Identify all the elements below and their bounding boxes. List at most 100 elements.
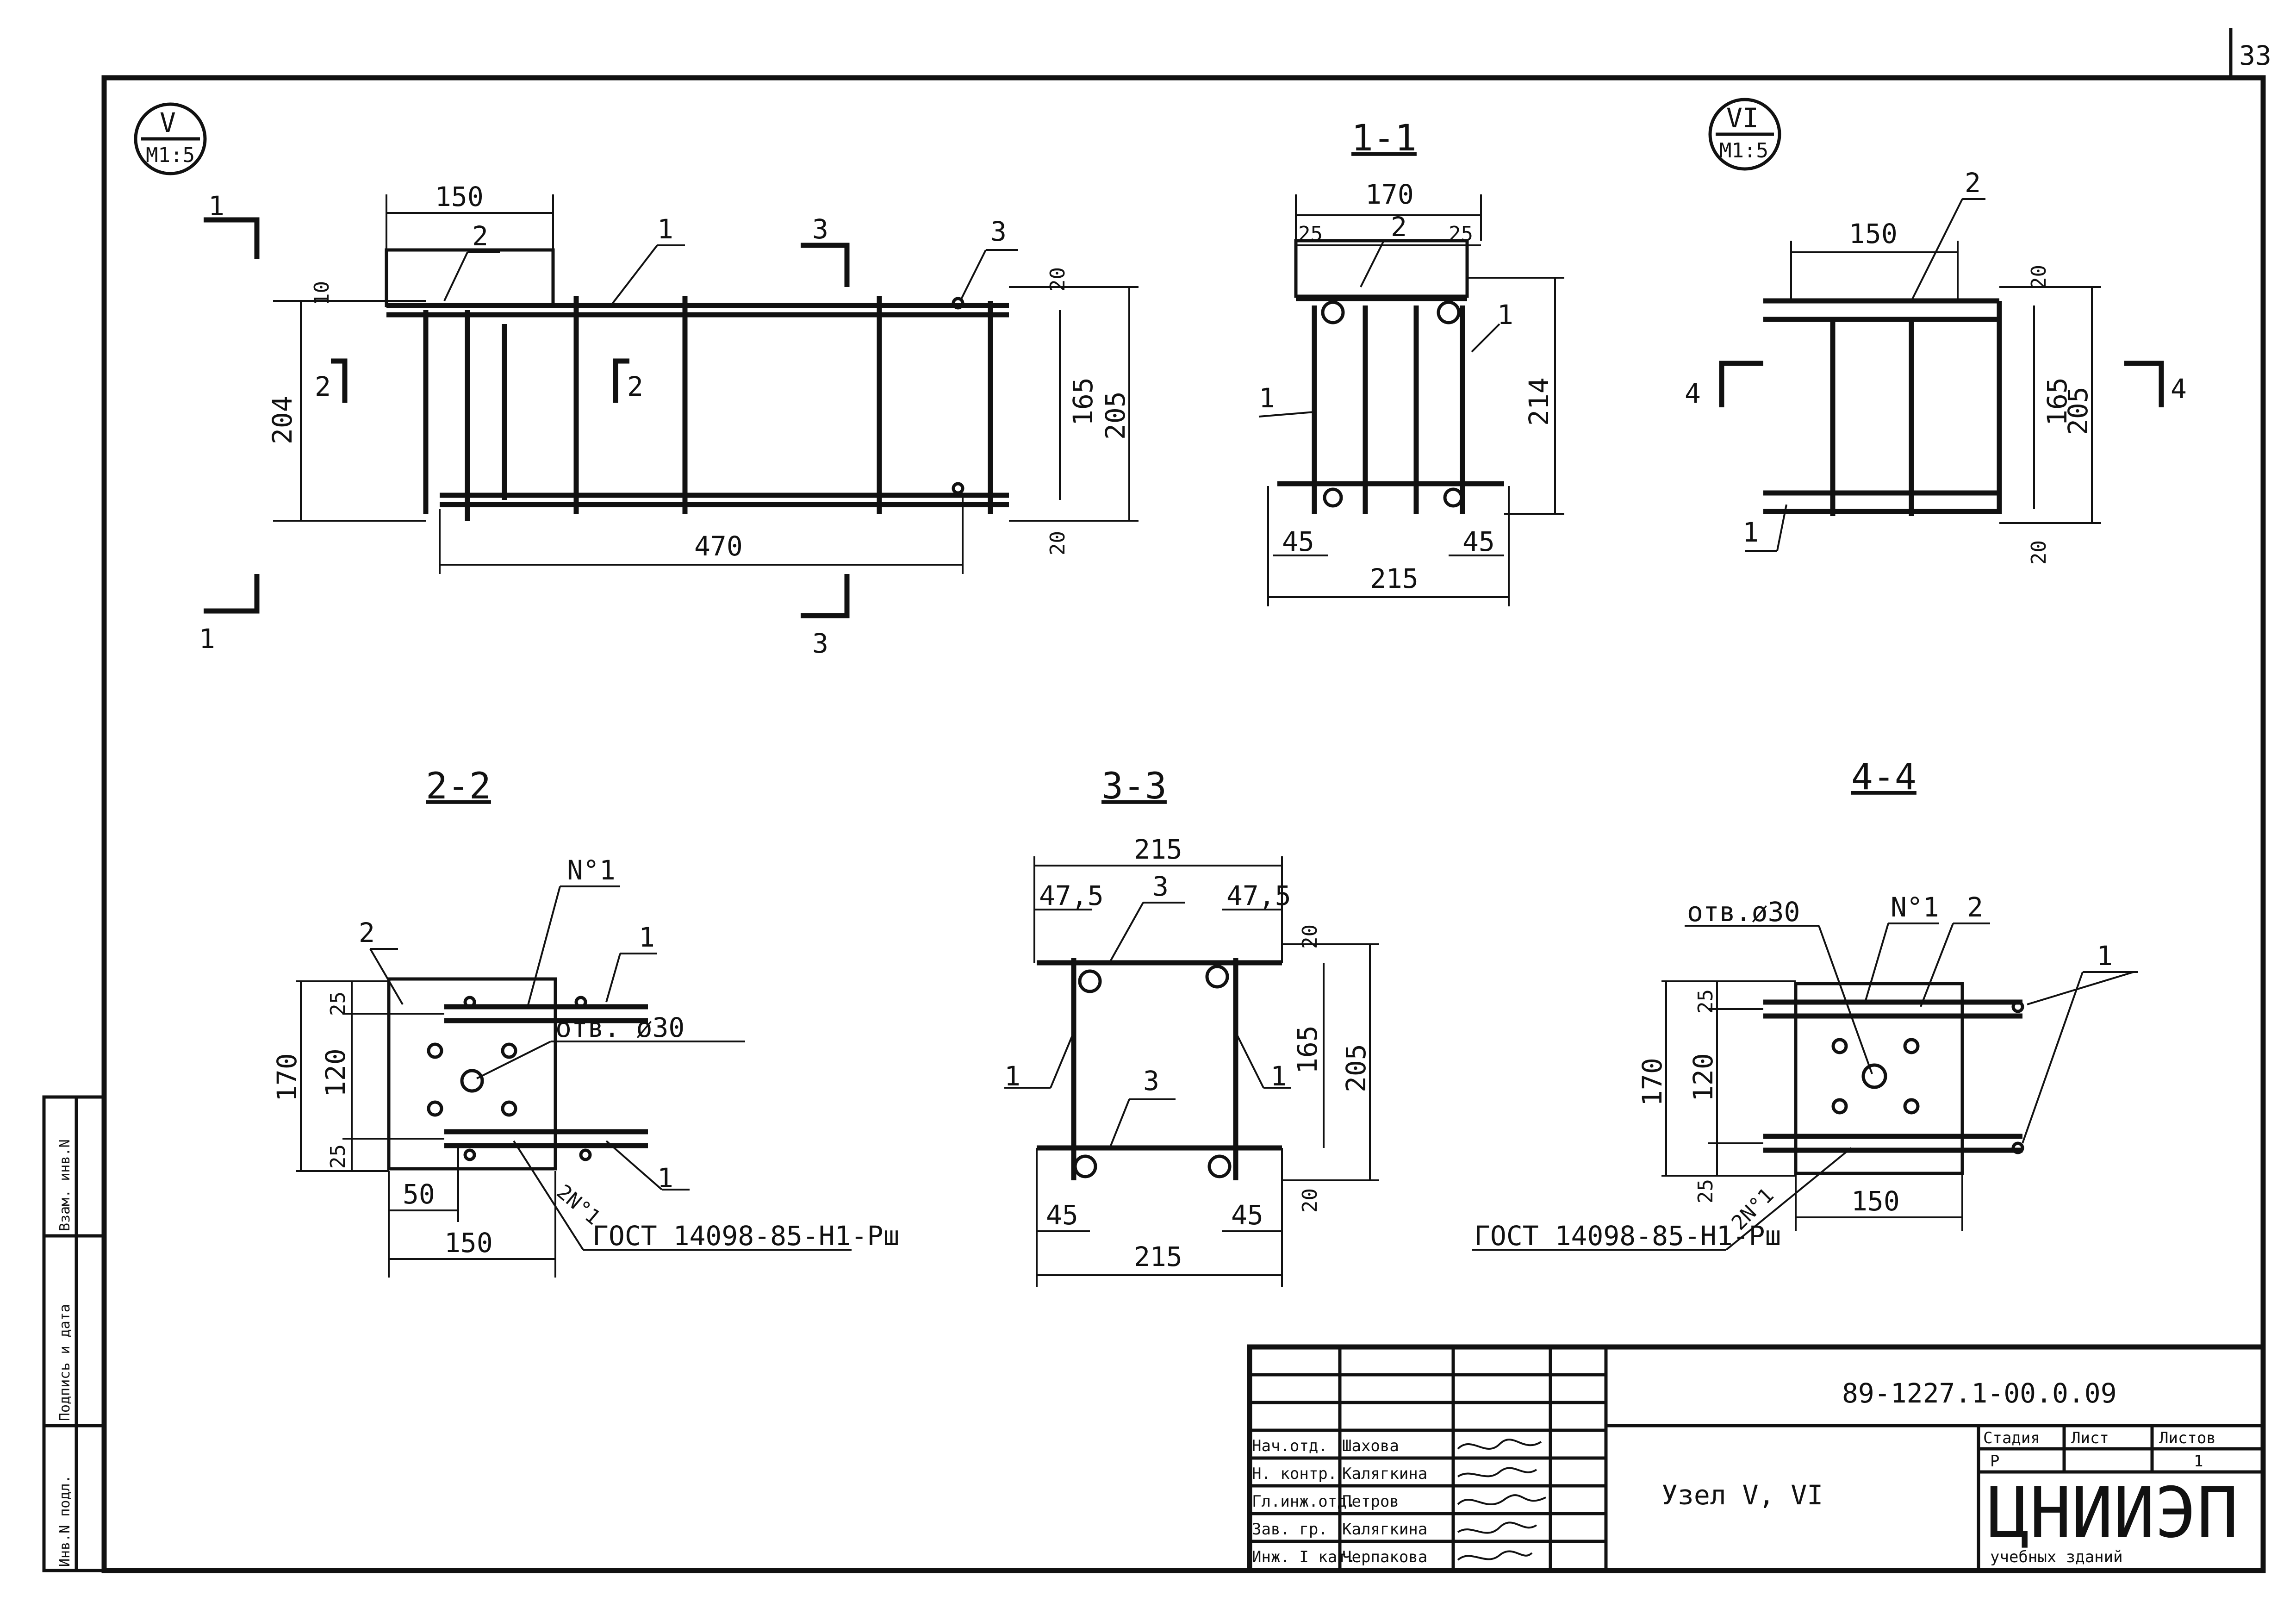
dim-25-s11-left: 25 [1298, 222, 1323, 246]
mark-3-bot: 3 [812, 628, 828, 659]
dim-150-plan: 150 [435, 181, 484, 212]
pos-2-s11: 2 [1391, 211, 1407, 243]
sheet-number: 33 [2239, 40, 2271, 71]
title-block: Нач.отд. Шахова Н. контр. Калягкина Гл.и… [1247, 1344, 2266, 1573]
tb-sheets-header: Листов [2159, 1429, 2216, 1447]
section-3-3-title: 3-3 [1101, 766, 1167, 807]
dim-25-s44-top: 25 [1694, 989, 1717, 1014]
tb-org: ЦНИИЭП [1988, 1473, 2239, 1553]
dim-45-s11-right: 45 [1462, 526, 1495, 557]
dim-25-s22-bot: 25 [326, 1144, 350, 1169]
signature-4 [1457, 1550, 1533, 1561]
dim-215-s33-top: 215 [1134, 834, 1182, 865]
pos-2-vi: 2 [1965, 167, 1981, 199]
mark-4-left: 4 [1685, 378, 1701, 409]
dim-120-s44: 120 [1687, 1053, 1719, 1102]
note-hole-s44: отв.ø30 [1687, 896, 1800, 928]
pos-1-s33-right: 1 [1270, 1060, 1287, 1092]
pos-1-s33-left: 1 [1004, 1060, 1020, 1092]
mark-2-right: 2 [627, 371, 643, 402]
pos-1-s11-left: 1 [1259, 382, 1275, 414]
dim-215-s11: 215 [1370, 563, 1419, 594]
pos-3-plan: 3 [990, 216, 1007, 247]
pos-1-s22-top: 1 [639, 922, 655, 953]
dim-204: 204 [267, 396, 298, 444]
tb-role-4: Инж. I кат. [1252, 1548, 1356, 1566]
section-1-1-title: 1-1 [1351, 118, 1417, 159]
section-1-1: 1-1 170 25 25 2 1 1 214 45 45 [1258, 118, 1564, 606]
sheet-frame: 33 [101, 28, 2271, 1573]
mark-1-top: 1 [208, 190, 224, 222]
dim-475-s33-left: 47,5 [1039, 880, 1104, 911]
tb-name-4: Черпакова [1342, 1548, 1427, 1566]
tb-sheet-header: Лист [2071, 1429, 2109, 1447]
dim-20-plan-top: 20 [1046, 267, 1070, 292]
dim-45-s11-left: 45 [1282, 526, 1314, 557]
dim-475-s33-right: 47,5 [1226, 880, 1291, 911]
callout-node-v: V M1:5 [134, 102, 207, 175]
tb-role-2: Гл.инж.отд. [1252, 1492, 1356, 1511]
callout-node-vi-scale: M1:5 [1719, 139, 1768, 162]
section-2-2-title: 2-2 [426, 766, 491, 807]
dim-205-plan: 205 [1100, 391, 1131, 440]
dim-25-s22-top: 25 [326, 991, 350, 1016]
signature-1 [1457, 1467, 1537, 1477]
dim-120-s22: 120 [320, 1048, 351, 1097]
tb-sheets: 1 [2194, 1452, 2203, 1471]
dim-20-s33-top: 20 [1298, 924, 1322, 949]
pos-1-vi: 1 [1742, 517, 1759, 548]
dim-25-s44-bot: 25 [1694, 1179, 1717, 1203]
signature-0 [1457, 1439, 1542, 1450]
side-stamp-inv: Инв.N подл. [57, 1475, 73, 1567]
pos-1-plan: 1 [657, 213, 673, 245]
tb-role-1: Н. контр. [1252, 1465, 1337, 1483]
node-v-plan: V M1:5 150 470 204 10 [134, 102, 1139, 659]
pos-1-s44: 1 [2097, 940, 2113, 972]
tb-name-1: Калягкина [1342, 1465, 1427, 1483]
tb-name-2: Петров [1342, 1492, 1399, 1511]
note-hole-s22: отв. ø30 [555, 1012, 684, 1043]
sheet-title: Узел V, VI [1661, 1479, 1823, 1511]
dim-25-s11-right: 25 [1449, 222, 1473, 246]
section-2-2: 2-2 170 25 120 25 50 150 N°1 [271, 766, 899, 1278]
tb-stage: Р [1990, 1452, 1999, 1471]
note-n1-s22: N°1 [567, 854, 616, 886]
callout-node-v-scale: M1:5 [146, 143, 195, 167]
dim-20-vi-bot: 20 [2027, 540, 2051, 565]
tb-org-sub: учебных зданий [1990, 1548, 2123, 1566]
dim-205-vi: 205 [2062, 386, 2094, 435]
side-stamp-sign: Подпись и дата [57, 1304, 73, 1421]
dim-10: 10 [310, 281, 334, 305]
callout-node-vi: VI M1:5 [1708, 98, 1781, 171]
pos-3-s33-bot: 3 [1143, 1065, 1159, 1097]
pos-1-s22-bot: 1 [657, 1162, 673, 1194]
pos-2-s44: 2 [1967, 891, 1983, 923]
mark-1-bot: 1 [199, 623, 215, 655]
section-4-4-title: 4-4 [1851, 756, 1916, 798]
dim-50-s22: 50 [403, 1178, 435, 1210]
section-3-3: 3-3 215 47,5 47,5 3 3 1 1 165 205 2 [1004, 766, 1379, 1287]
callout-node-vi-top: VI [1726, 102, 1759, 134]
dim-150-s22: 150 [444, 1227, 493, 1259]
sheet-code: 89-1227.1-00.0.09 [1842, 1378, 2117, 1409]
dim-165-s33: 165 [1292, 1025, 1323, 1074]
dim-470: 470 [694, 530, 743, 562]
dim-215-s33-bot: 215 [1134, 1241, 1182, 1272]
dim-170-s44: 170 [1636, 1058, 1668, 1106]
dim-20-plan-bot: 20 [1046, 531, 1070, 555]
dim-150-s44: 150 [1851, 1185, 1900, 1217]
tb-name-3: Калягкина [1342, 1520, 1427, 1539]
tb-stage-header: Стадия [1983, 1429, 2040, 1447]
mark-2-left: 2 [315, 371, 331, 402]
pos-1-s11-right: 1 [1497, 299, 1513, 330]
node-vi-plan: VI M1:5 150 2 1 165 205 20 20 4 4 [1685, 98, 2187, 565]
dim-150-vi: 150 [1849, 218, 1898, 249]
tb-role-3: Зав. гр. [1252, 1520, 1328, 1539]
section-4-4: 4-4 170 25 120 25 150 N°1 2 [1472, 756, 2138, 1252]
signature-2 [1457, 1494, 1546, 1505]
pos-2-s22: 2 [359, 917, 375, 948]
pos-3-s33-top: 3 [1152, 871, 1169, 902]
side-stamp-replace: Взам. инв.N [57, 1139, 73, 1231]
pos-2-plan: 2 [472, 220, 488, 252]
